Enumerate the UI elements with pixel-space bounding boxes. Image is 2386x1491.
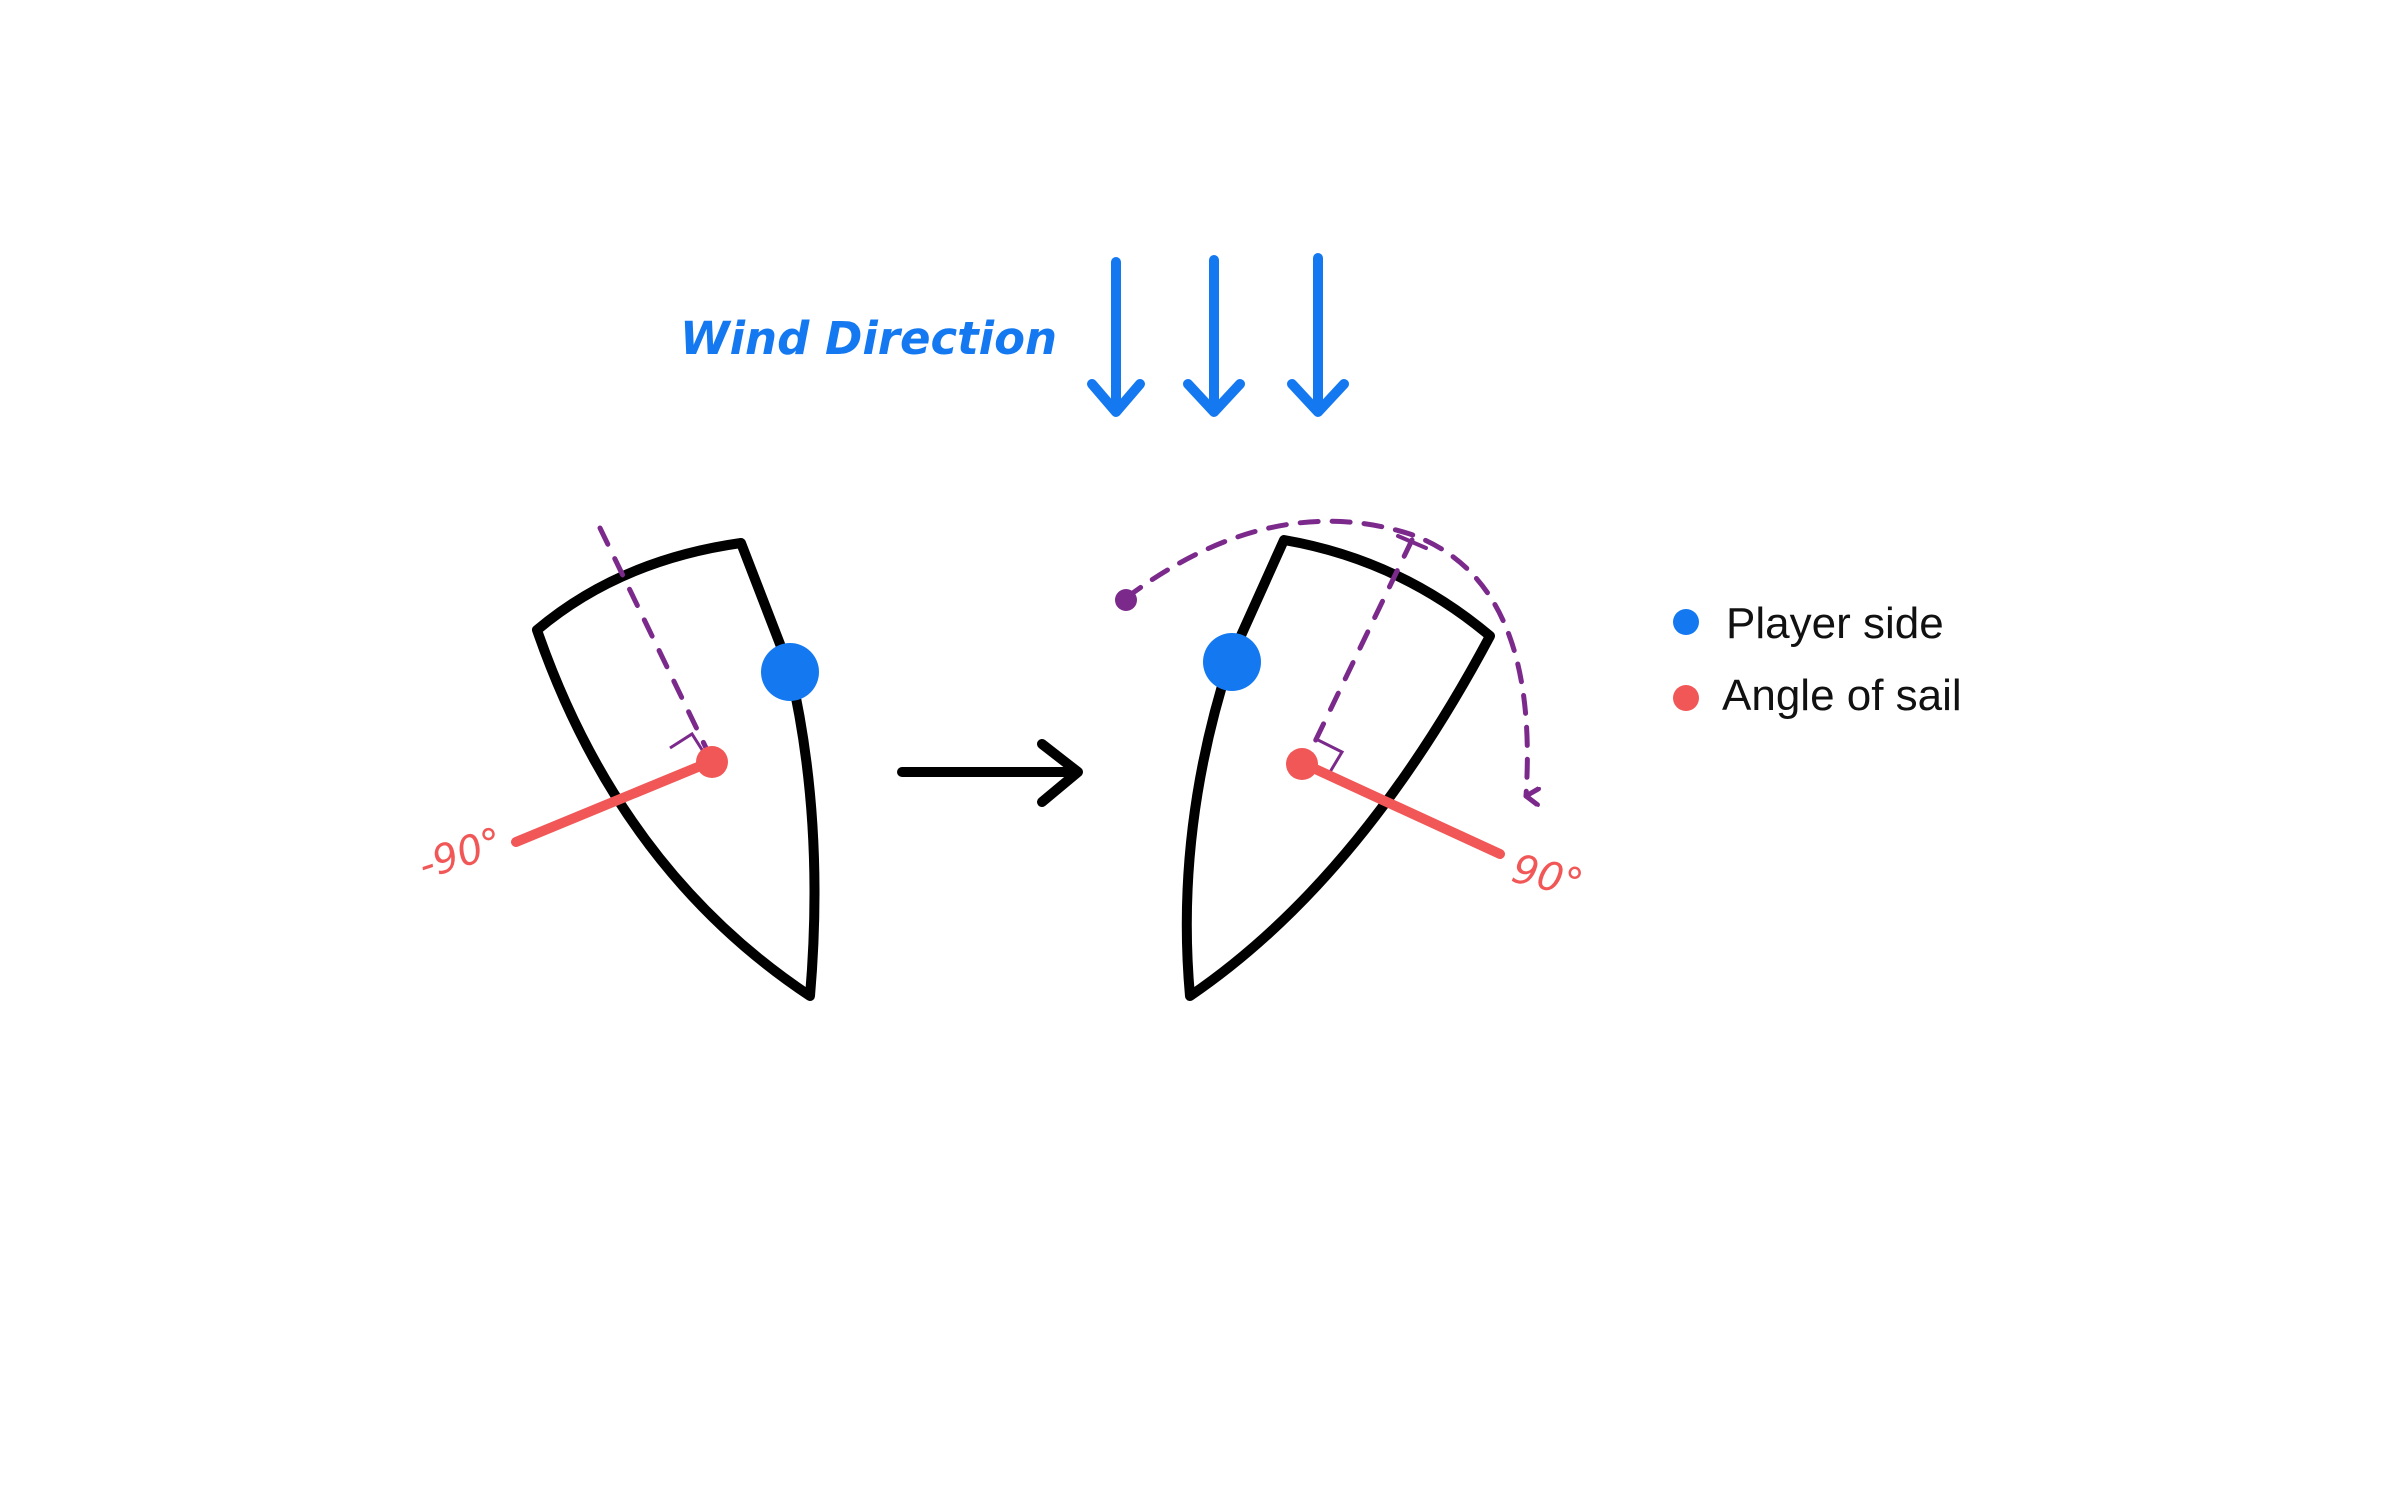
left-right-angle-marker (669, 731, 708, 757)
right-guide-line (1307, 537, 1415, 755)
right-guide-tick (1396, 534, 1428, 550)
left-guide-line (597, 525, 711, 755)
rotation-arc (1123, 518, 1527, 796)
right-sail-line (1295, 757, 1505, 859)
rotation-start-dot (1115, 589, 1137, 611)
wind-arrow-icon (1287, 253, 1349, 417)
legend-item-angle-of-sail: Angle of sail (1673, 671, 1962, 720)
legend-label-angle-of-sail: Angle of sail (1722, 671, 1962, 720)
left-player-side-dot (761, 643, 819, 701)
right-boat-hull (1181, 535, 1495, 1001)
wind-arrow-icon (1183, 255, 1245, 417)
right-right-angle-marker (1317, 738, 1345, 773)
legend-item-player-side: Player side (1673, 599, 1944, 648)
right-angle-label: 90° (1508, 846, 1588, 908)
left-boat: -90° (413, 525, 820, 1001)
wind-arrow-icon (1087, 257, 1145, 417)
legend: Player side Angle of sail (1673, 599, 1962, 720)
right-boat: 90° (1115, 518, 1588, 1001)
angle-of-sail-swatch (1673, 685, 1699, 711)
wind-arrows (1087, 253, 1349, 417)
legend-label-player-side: Player side (1726, 599, 1944, 648)
right-sail-pivot (1286, 748, 1318, 780)
right-player-side-dot (1203, 633, 1261, 691)
transition-arrow-icon (897, 739, 1083, 807)
left-boat-hull (532, 538, 820, 1001)
left-angle-label: -90° (413, 819, 508, 889)
left-sail-line (511, 757, 715, 847)
wind-direction-label: Wind Direction (680, 312, 1057, 365)
left-sail-pivot (696, 746, 728, 778)
player-side-swatch (1673, 609, 1699, 635)
